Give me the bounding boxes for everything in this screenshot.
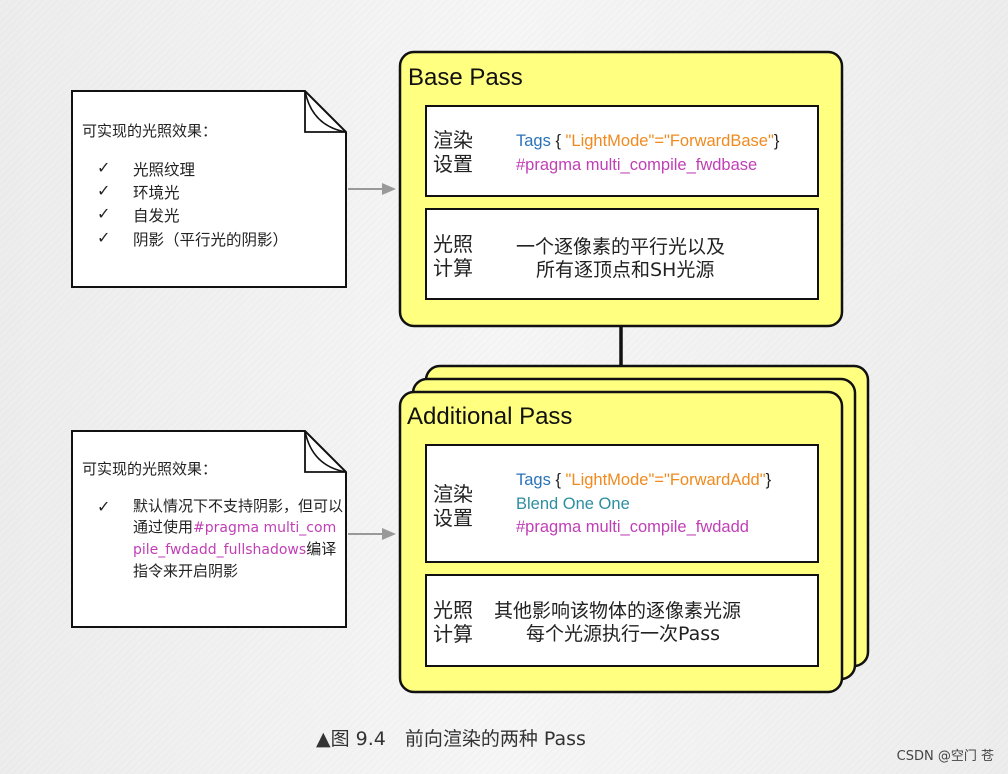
base-note-header: 可实现的光照效果：: [82, 122, 218, 140]
base-lighting-box: [425, 208, 819, 300]
base-tags-brace-close: }: [773, 132, 780, 150]
additional-note-check-icon: ✓: [97, 497, 111, 516]
additional-render-setup-label: 渲染 设置: [433, 482, 473, 530]
watermark: CSDN @空门 苍: [896, 749, 994, 764]
base-tags-value: "ForwardBase": [663, 132, 774, 150]
base-note-check-icon-3: ✓: [97, 204, 111, 223]
additional-note-code: #pragma multi_compile_fwdadd_fullshadows: [133, 520, 337, 558]
additional-lighting-label: 光照 计算: [433, 598, 473, 646]
base-lighting-line-1: 一个逐像素的平行光以及: [516, 236, 726, 258]
base-note-item-3: 自发光: [133, 207, 180, 225]
additional-note-header: 可实现的光照效果：: [82, 460, 218, 478]
base-pragma-line: #pragma multi_compile_fwdbase: [516, 156, 758, 174]
additional-tags-eq: =: [654, 471, 664, 489]
additional-note-fold: [304, 431, 346, 473]
additional-lighting-line-2: 每个光源执行一次Pass: [526, 623, 721, 645]
base-lighting-line-2: 所有逐顶点和SH光源: [536, 259, 715, 281]
additional-note-text-part1: 默认情况下不支持阴影，但可以通过使用: [133, 497, 344, 536]
additional-tags-brace-close: }: [765, 471, 772, 489]
base-pass-title: Base Pass: [408, 64, 523, 91]
base-note-check-icon-2: ✓: [97, 181, 111, 200]
additional-note-fold-curl: [304, 430, 347, 473]
additional-tags-brace-open: {: [550, 471, 566, 489]
base-tags-brace-open: {: [550, 132, 566, 150]
base-note-fold-curl: [304, 90, 347, 133]
base-note-check-icon-1: ✓: [97, 158, 111, 177]
base-note-check-icon-4: ✓: [97, 228, 111, 247]
base-note-item-2: 环境光: [133, 184, 180, 202]
additional-note-text: 默认情况下不支持阴影，但可以通过使用#pragma multi_compile_…: [133, 496, 343, 582]
additional-note-arrowhead: [382, 528, 396, 540]
figure-caption: ▲图 9.4 前向渲染的两种 Pass: [316, 728, 586, 750]
base-lighting-label: 光照 计算: [433, 232, 473, 280]
base-note-fold: [304, 91, 346, 133]
additional-blend-line: Blend One One: [516, 495, 630, 513]
base-note-item-4: 阴影（平行光的阴影）: [133, 231, 289, 249]
base-note-arrowhead: [382, 183, 396, 195]
additional-render-setup-box: [425, 444, 819, 563]
additional-tags-line: Tags { "LightMode"="ForwardAdd"}: [516, 471, 771, 490]
base-tags-line: Tags { "LightMode"="ForwardBase"}: [516, 132, 779, 151]
additional-note-text-part2: 编译指令来开启阴影: [133, 540, 337, 580]
additional-lighting-line-1: 其他影响该物体的逐像素光源: [494, 600, 742, 622]
base-tags-eq: =: [654, 132, 664, 150]
additional-tags-value: "ForwardAdd": [663, 471, 766, 489]
additional-tags-key: "LightMode": [565, 471, 655, 489]
base-note-item-1: 光照纹理: [133, 161, 196, 179]
base-note-card: [71, 90, 347, 288]
base-render-setup-label: 渲染 设置: [433, 128, 473, 176]
additional-pass-title: Additional Pass: [407, 403, 573, 430]
additional-tags-keyword: Tags: [516, 471, 551, 489]
additional-note-card: [71, 430, 347, 628]
additional-lighting-box: [425, 574, 819, 667]
base-tags-keyword: Tags: [516, 132, 551, 150]
base-render-setup-box: [425, 105, 819, 197]
additional-pragma-line: #pragma multi_compile_fwdadd: [516, 518, 749, 536]
base-tags-key: "LightMode": [565, 132, 655, 150]
